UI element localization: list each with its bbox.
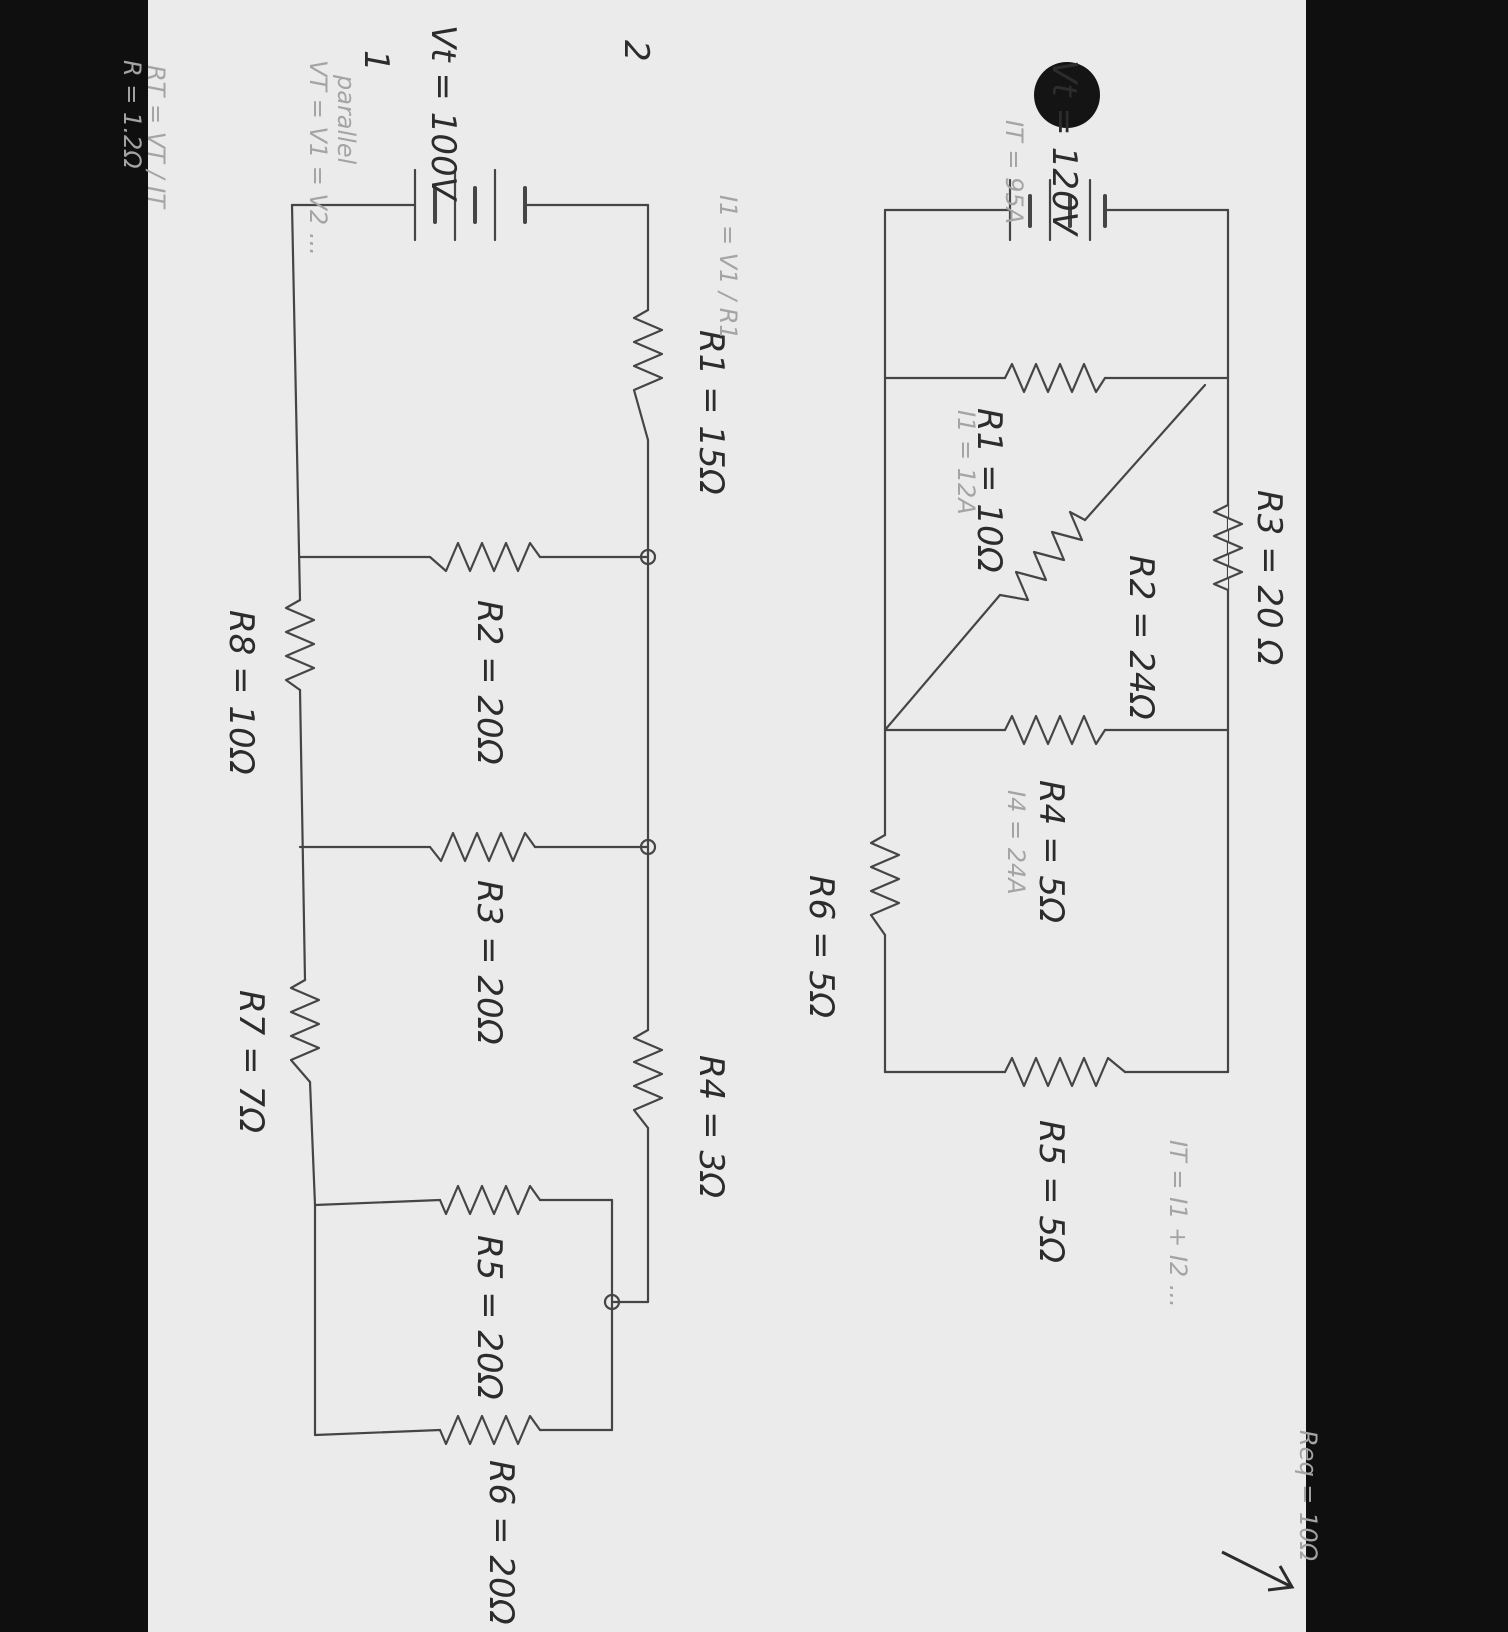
faint-notes: parallel VT = V1 = V2 ... RT = VT / IT R…: [118, 60, 1322, 1562]
c1-r3-zigzag: [1212, 503, 1244, 592]
c1-source-label: Vt = 120V: [1044, 60, 1084, 238]
note-it-value: IT = 95A: [1000, 120, 1028, 224]
c2-r6-label: R6 = 20Ω: [481, 1460, 521, 1625]
note-i4-value: I4 = 24A: [1002, 790, 1030, 895]
note-parallel: parallel: [332, 74, 360, 165]
c1-r6-label: R6 = 5Ω: [801, 875, 841, 1018]
c1-r6-zigzag: [869, 833, 901, 937]
c1-r5-zigzag: [1003, 1056, 1127, 1088]
c1-r4-label: R4 = 5Ω: [1031, 780, 1071, 923]
note-rt-total: Req = 10Ω: [1294, 1430, 1322, 1562]
note-vt-equal: VT = V1 = V2 ...: [304, 60, 332, 256]
c2-r5-zigzag: [438, 1184, 542, 1216]
c2-r7-label: R7 = 7Ω: [231, 990, 271, 1133]
note-i1-value: I1 = 12A: [952, 410, 980, 515]
c2-r1-label: R1 = 15Ω: [691, 330, 731, 495]
c2-r4-zigzag: [632, 1028, 664, 1130]
c2-r5-label: R5 = 20Ω: [469, 1235, 509, 1400]
c2-r8-zigzag: [284, 598, 316, 692]
c2-r3-zigzag: [428, 831, 537, 863]
note-rt-formula: RT = VT / IT: [142, 65, 170, 210]
c2-r2-zigzag: [428, 541, 542, 573]
circuit-2-labels: 2 Vt = 100V R1 = 15Ω R2 = 20Ω R3 = 20Ω R…: [221, 25, 731, 1625]
c2-r1-zigzag: [632, 308, 664, 442]
c2-battery-symbol: [413, 168, 527, 242]
c1-r3-label: R3 = 20 Ω: [1249, 490, 1289, 665]
c2-node-b: [639, 838, 657, 856]
c1-r2-wire-b: [883, 593, 1002, 732]
c2-r7-zigzag: [289, 978, 321, 1084]
pencil-arrow: [1221, 1550, 1295, 1592]
c1-battery-symbol: [1008, 178, 1107, 242]
c2-number: 2: [616, 40, 656, 62]
c1-r2-wire-a: [1083, 383, 1207, 522]
c2-r8-label: R8 = 10Ω: [221, 610, 261, 775]
c2-node-a: [639, 548, 657, 566]
c1-r1-zigzag: [1003, 362, 1107, 394]
c2-r3-label: R3 = 20Ω: [469, 880, 509, 1045]
c2-source-label: Vt = 100V: [423, 25, 463, 203]
c1-r2-label: R2 = 24Ω: [1121, 555, 1161, 720]
c1-r5-label: R5 = 5Ω: [1031, 1120, 1071, 1263]
punch-hole: [1034, 62, 1100, 128]
c2-node-c: [603, 1293, 621, 1311]
c2-r6-zigzag: [438, 1414, 542, 1446]
note-rt-value: R = 1.2Ω: [118, 60, 146, 169]
c2-r4-label: R4 = 3Ω: [691, 1055, 731, 1198]
paper-sheet: [148, 0, 1306, 1632]
c2-r2-label: R2 = 20Ω: [469, 600, 509, 765]
c1-r2-zigzag: [998, 510, 1087, 602]
c1-r1-label: R1 = 10Ω: [969, 408, 1009, 573]
circuit-1: [869, 178, 1244, 1088]
c1-number: 1: [356, 50, 396, 72]
note-i1-formula: I1 = V1 / R1: [714, 195, 742, 340]
note-it-sum: IT = I1 + I2 ...: [1164, 1140, 1192, 1308]
c1-r4-zigzag: [1003, 714, 1107, 746]
circuit-1-labels: 1 Vt = 120V R1 = 10Ω R2 = 24Ω R3 = 20 Ω …: [356, 50, 1289, 1263]
circuit-2: [284, 168, 664, 1446]
